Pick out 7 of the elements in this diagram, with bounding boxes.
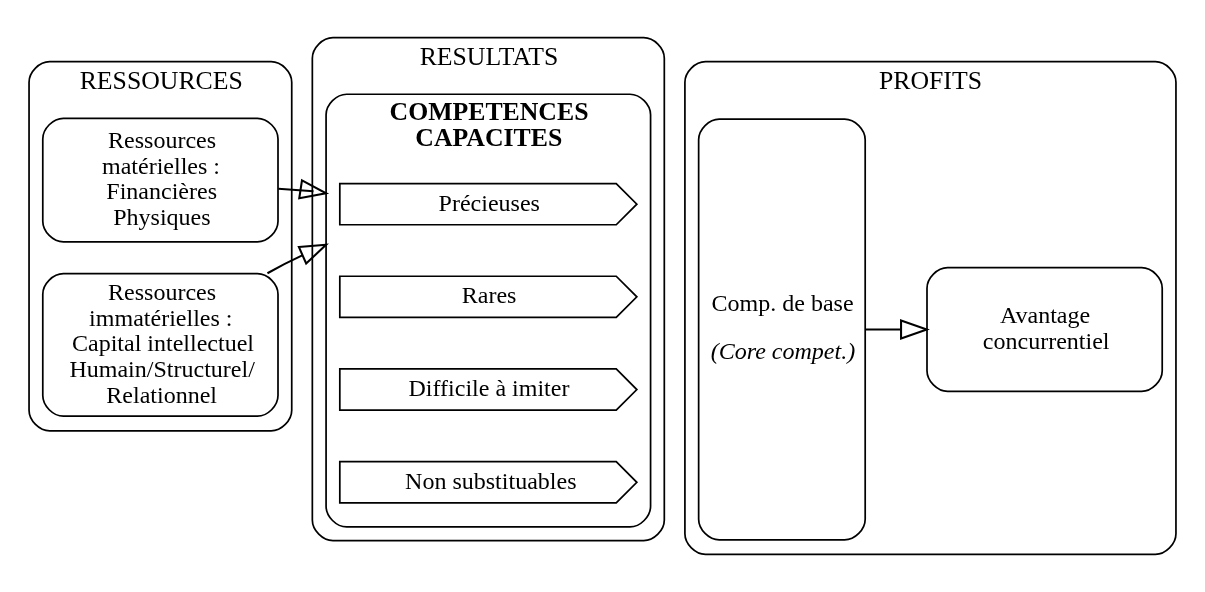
arrow [278, 178, 330, 200]
node-box: Avantage concurrentiel [926, 266, 1164, 393]
node-box: Comp. de base (Core compet.) [697, 118, 867, 541]
arrow [865, 319, 930, 340]
node-box: Ressources matérielles : Financières Physiques [41, 117, 279, 243]
node-box: Ressources immatérielles : Capital intellectuel Humain/Structurel/ Relationnel [41, 272, 279, 418]
arrow [266, 243, 329, 275]
